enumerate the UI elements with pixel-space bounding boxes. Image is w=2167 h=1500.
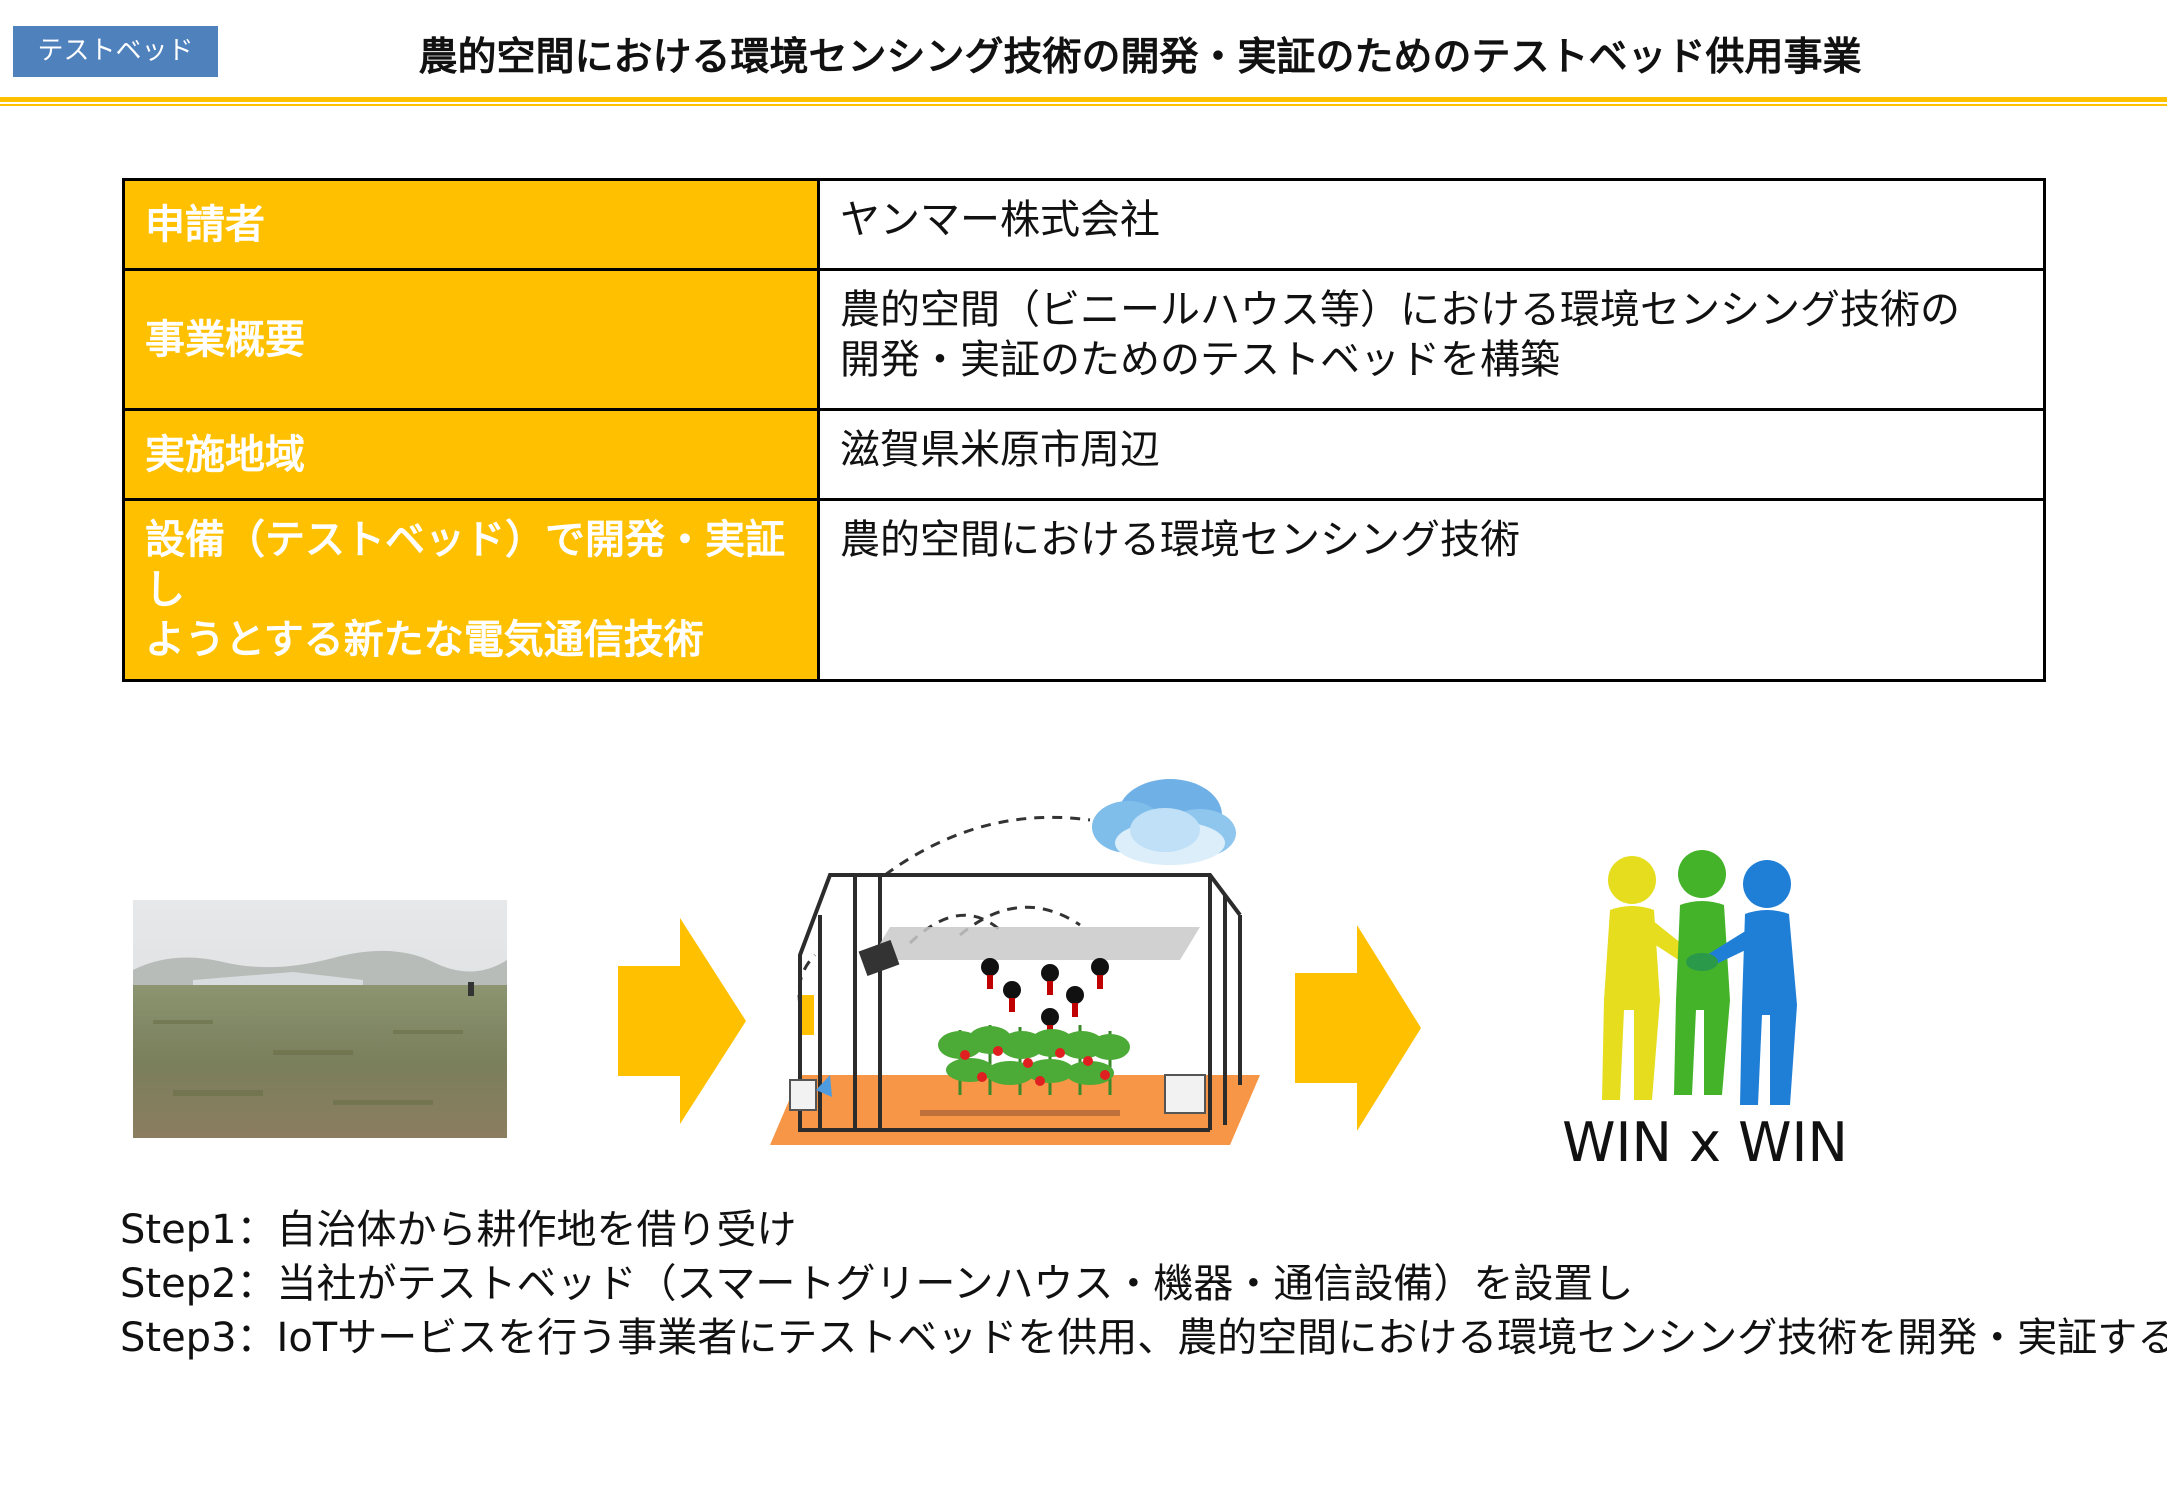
table-row: 実施地域 滋賀県米原市周辺 [122, 408, 2046, 501]
table-row: 設備（テストベッド）で開発・実証し ようとする新たな電気通信技術 農的空間におけ… [122, 498, 2046, 682]
applicant-value: ヤンマー株式会社 [817, 178, 2046, 271]
step-2: Step2：当社がテストベッド（スマートグリーンハウス・機器・通信設備）を設置し [120, 1261, 1634, 1307]
region-label: 実施地域 [122, 408, 820, 501]
win-win-label: WIN x WIN [1562, 1111, 1848, 1174]
region-value: 滋賀県米原市周辺 [817, 408, 2046, 501]
right-arrow-icon [1295, 925, 1421, 1131]
tomato-plants [938, 1025, 1130, 1095]
applicant-label: 申請者 [122, 178, 820, 271]
technology-label-line2: ようとする新たな電気通信技術 [145, 617, 704, 663]
overview-value-line1: 農的空間（ビニールハウス等）における環境センシング技術の [840, 287, 1960, 333]
smart-greenhouse-illustration [770, 779, 1260, 1145]
page-title: 農的空間における環境センシング技術の開発・実証のためのテストベッド供用事業 [418, 35, 1862, 80]
header-divider-thin [0, 104, 2167, 106]
technology-label-line1: 設備（テストベッド）で開発・実証し [145, 517, 785, 613]
step-3: Step3：IoTサービスを行う事業者にテストベッドを供用、農的空間における環境… [120, 1315, 2167, 1361]
header-divider [0, 97, 2167, 102]
overview-value: 農的空間（ビニールハウス等）における環境センシング技術の 開発・実証のためのテス… [817, 268, 2046, 411]
table-row: 申請者 ヤンマー株式会社 [122, 178, 2046, 271]
farmland-photo [133, 900, 507, 1138]
table-row: 事業概要 農的空間（ビニールハウス等）における環境センシング技術の 開発・実証の… [122, 268, 2046, 411]
testbed-tag: テストベッド [13, 26, 218, 77]
technology-label: 設備（テストベッド）で開発・実証し ようとする新たな電気通信技術 [122, 498, 820, 682]
technology-value: 農的空間における環境センシング技術 [817, 498, 2046, 682]
step-list: Step1：自治体から耕作地を借り受け Step2：当社がテストベッド（スマート… [120, 1203, 2167, 1365]
overview-value-line2: 開発・実証のためのテストベッドを構築 [840, 337, 1560, 383]
info-table: 申請者 ヤンマー株式会社 事業概要 農的空間（ビニールハウス等）における環境セン… [122, 178, 2046, 682]
overview-label: 事業概要 [122, 268, 820, 411]
cloud-icon [1092, 779, 1236, 865]
step-1: Step1：自治体から耕作地を借り受け [120, 1207, 797, 1253]
right-arrow-icon [618, 918, 746, 1124]
partners-handshake-icon [1602, 850, 1797, 1105]
